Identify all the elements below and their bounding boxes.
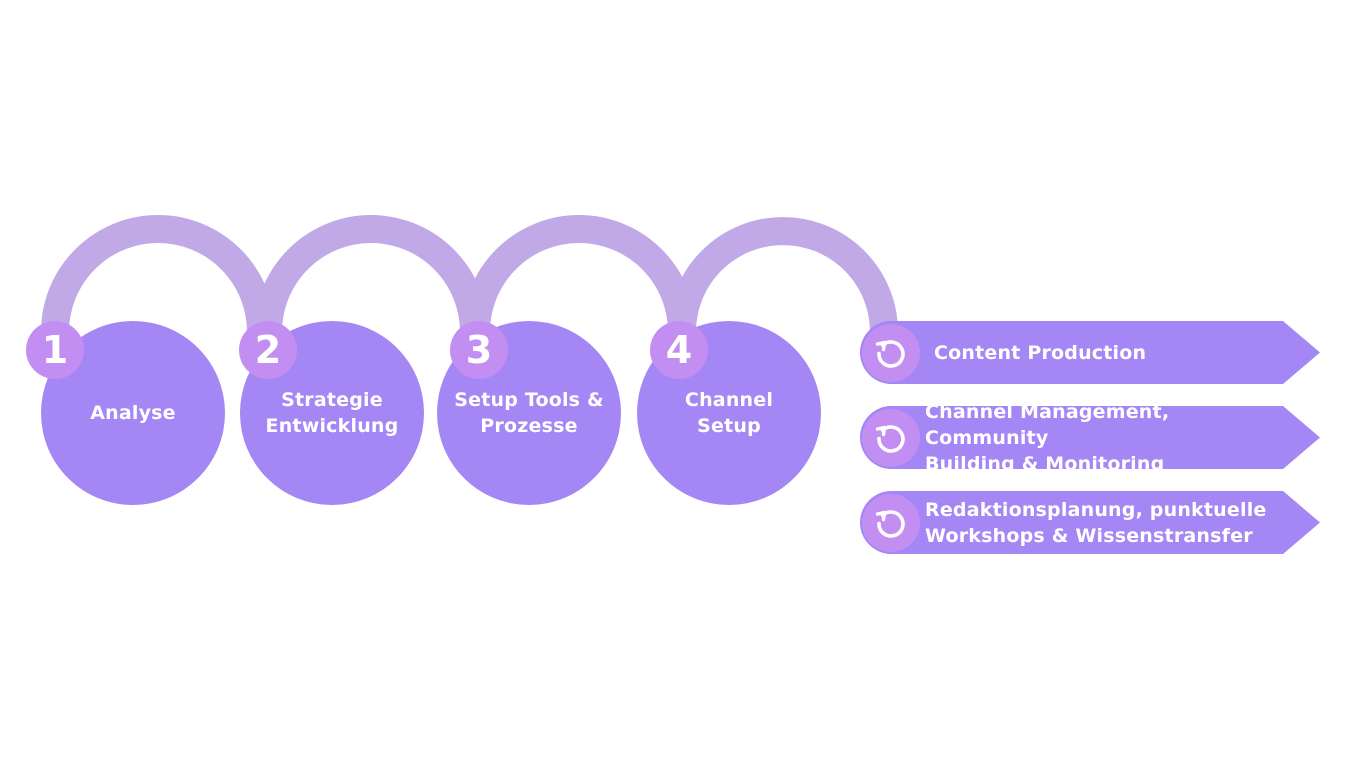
- step-1-number: 1: [41, 328, 69, 372]
- arrow-shape: [860, 491, 1320, 554]
- connector-arc-4: [668, 217, 898, 333]
- ongoing-3-label: Redaktionsplanung, punktuelle Workshops …: [925, 498, 1267, 547]
- step-2-badge: 2: [239, 321, 297, 379]
- refresh-icon-glyph: [875, 340, 905, 368]
- step-2-label: Strategie Entwicklung: [265, 389, 399, 437]
- ongoing-arrow-1: Content Production: [860, 321, 1320, 384]
- connector-arc-1: [41, 215, 275, 333]
- step-3-circle: Setup Tools & Prozesse: [437, 321, 621, 505]
- connector-arc-2: [254, 215, 488, 333]
- arrow-shape: [860, 406, 1320, 469]
- step-1-badge: 1: [26, 321, 84, 379]
- refresh-icon-glyph: [875, 510, 905, 538]
- step-1-label: Analyse: [90, 402, 176, 424]
- refresh-icon: [862, 324, 920, 382]
- step-4-badge: 4: [650, 321, 708, 379]
- step-4-number: 4: [665, 328, 693, 372]
- step-2-number: 2: [254, 328, 282, 372]
- step-3-number: 3: [465, 328, 493, 372]
- ongoing-2-label: Channel Management, Community Building &…: [925, 400, 1170, 475]
- refresh-icon: [862, 494, 920, 552]
- step-4-label: Channel Setup: [684, 389, 774, 437]
- refresh-icon-glyph: [875, 425, 905, 453]
- step-3-badge: 3: [450, 321, 508, 379]
- ongoing-1-label: Content Production: [934, 341, 1147, 364]
- ongoing-arrow-3: Redaktionsplanung, punktuelle Workshops …: [860, 491, 1320, 554]
- refresh-icon: [862, 409, 920, 467]
- step-3-label: Setup Tools & Prozesse: [454, 389, 604, 437]
- ongoing-arrow-2: Channel Management, Community Building &…: [860, 400, 1320, 475]
- arrow-shape: [860, 321, 1320, 384]
- connector-arc-3: [462, 215, 696, 333]
